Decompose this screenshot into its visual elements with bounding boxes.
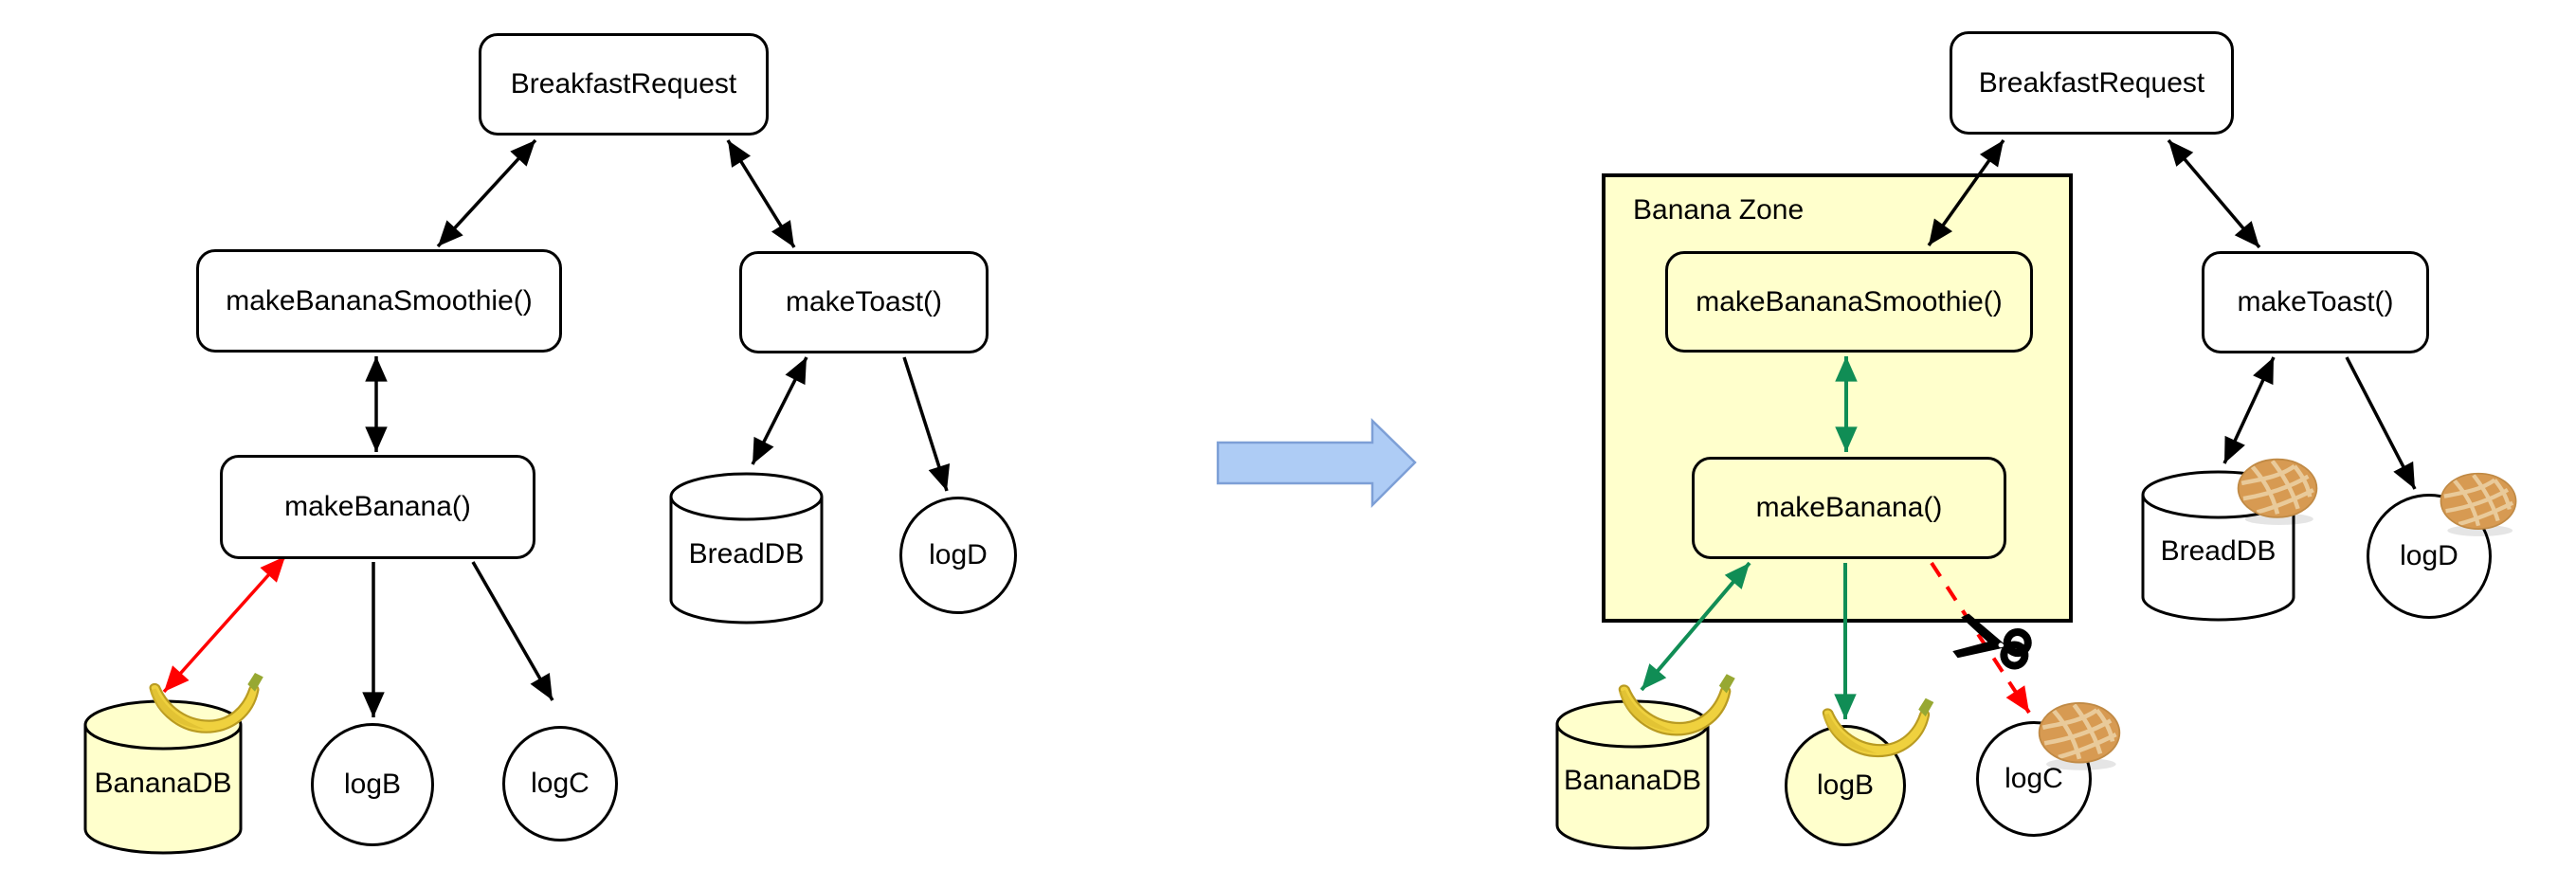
left-make-toast-node: makeToast() [739, 251, 989, 353]
banana-icon [149, 673, 263, 733]
node-label: logD [929, 539, 988, 570]
right-make-banana-smoothie-node: makeBananaSmoothie() [1665, 251, 2033, 353]
node-label: logB [343, 769, 402, 800]
right-breakfast-request-node: BreakfastRequest [1950, 31, 2234, 135]
scissors-icon [1952, 613, 2032, 670]
node-label: makeBanana() [1755, 492, 1943, 523]
left-banana-db-node: BananaDB [82, 698, 244, 856]
left-make-banana-node: makeBanana() [220, 455, 535, 559]
banana-zone-label: Banana Zone [1633, 194, 1805, 226]
node-label: makeBanana() [284, 491, 471, 522]
edge-right-breakfast-smoothie [1927, 138, 2005, 247]
node-label: makeToast() [785, 286, 943, 317]
left-bread-db-node: BreadDB [668, 471, 825, 625]
edge-right-banana-logc-red-dashed [1930, 561, 2031, 715]
edge-right-toast-breaddb [2222, 356, 2276, 464]
edge-right-breakfast-toast [2167, 138, 2261, 249]
cylinder-shape [83, 699, 243, 855]
node-label: BreakfastRequest [510, 68, 737, 100]
left-make-banana-smoothie-node: makeBananaSmoothie() [196, 249, 562, 353]
node-label: logB [1816, 769, 1875, 801]
left-breakfast-request-node: BreakfastRequest [479, 33, 769, 136]
node-label: BreakfastRequest [1978, 66, 2205, 99]
left-log-c-node: logC [502, 726, 618, 842]
bread-roll-icon [2038, 702, 2121, 770]
node-label: BreadDB [688, 538, 805, 570]
node-label: BananaDB [94, 767, 232, 799]
edge-left-banana-bananadb-red [162, 554, 287, 694]
right-make-toast-node: makeToast() [2202, 251, 2429, 353]
blue-right-arrow-icon [1216, 418, 1417, 509]
node-label: logD [2400, 540, 2458, 571]
edge-right-banana-bananadb-green [1640, 561, 1751, 692]
node-label: logC [2005, 763, 2063, 794]
edge-left-toast-logd [902, 356, 951, 492]
edge-left-toast-breaddb [751, 356, 808, 465]
banana-icon [1822, 697, 1934, 758]
node-label: makeBananaSmoothie() [226, 284, 533, 317]
left-log-b-node: logB [311, 723, 434, 846]
cylinder-shape [669, 472, 824, 625]
node-label: logC [531, 768, 590, 799]
node-label: makeToast() [2237, 286, 2394, 317]
edge-left-banana-logc [471, 561, 554, 701]
edge-right-toast-logd [2345, 356, 2417, 490]
bread-roll-icon [2440, 472, 2517, 536]
node-label: BananaDB [1563, 764, 1702, 796]
node-label: BreadDB [2160, 535, 2277, 568]
edge-left-breakfast-smoothie [436, 138, 537, 248]
left-log-d-node: logD [899, 497, 1017, 614]
edge-left-breakfast-toast [726, 139, 796, 248]
right-make-banana-node: makeBanana() [1692, 457, 2006, 559]
bread-roll-icon [2237, 458, 2318, 525]
banana-icon [1618, 674, 1735, 736]
node-label: makeBananaSmoothie() [1696, 285, 2003, 317]
